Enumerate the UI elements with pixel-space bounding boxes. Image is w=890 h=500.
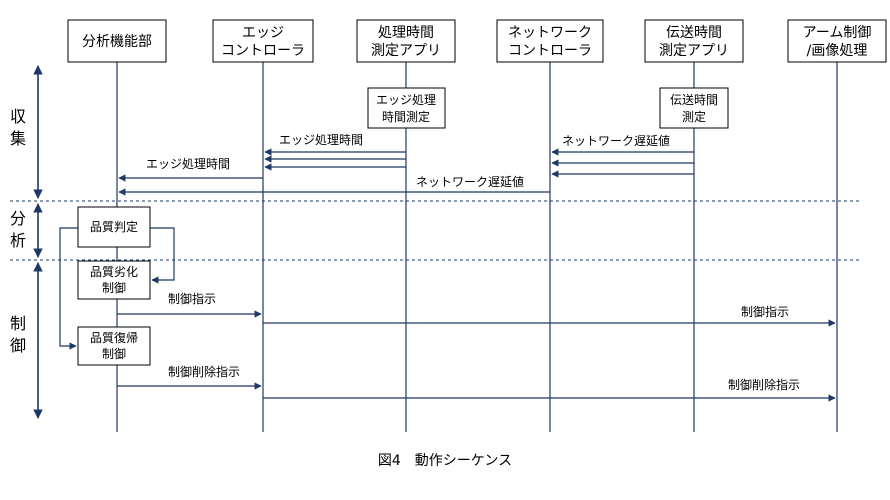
activation-quality-degrade: 品質劣化 制御 (77, 260, 151, 300)
activation-label: 制御 (102, 280, 126, 295)
message-label-net-delay: ネットワーク遅延値 (416, 174, 524, 189)
participant-label: エッジ (242, 25, 284, 41)
phase-label-analyze-2: 析 (10, 231, 26, 250)
activation-label: 制御 (102, 346, 126, 361)
message-label-edge-proc-time: エッジ処理時間 (279, 133, 363, 147)
activation-trans-measure: 伝送時間 測定 (659, 87, 729, 129)
participant-proc-app: 処理時間 測定アプリ (356, 19, 456, 63)
phase-label-collect-2: 集 (10, 129, 26, 148)
participant-label: 伝送時間 (666, 25, 722, 41)
message-label-net-delay: ネットワーク遅延値 (562, 133, 670, 148)
loop-to-degrade (150, 227, 175, 284)
message-label-control: 制御指示 (168, 291, 216, 306)
message-label-edge-proc-time: エッジ処理時間 (146, 157, 230, 171)
participant-arm: アーム制御 /画像処理 (787, 19, 887, 63)
participant-net: ネットワーク コントローラ (496, 19, 604, 63)
participant-label: ネットワーク (508, 25, 592, 41)
activation-edge-proc-measure: エッジ処理 時間測定 (367, 87, 446, 129)
participant-edge: エッジ コントローラ (212, 19, 314, 63)
participant-label: 測定アプリ (371, 43, 441, 59)
participant-label: 処理時間 (378, 25, 434, 41)
participant-label: アーム制御 (803, 25, 872, 41)
activation-label: エッジ処理 (376, 93, 436, 107)
activation-label: 測定 (682, 109, 706, 124)
message-label-control-delete: 制御削除指示 (728, 377, 800, 392)
participant-analysis: 分析機能部 (67, 19, 167, 63)
participant-label: コントローラ (508, 43, 592, 59)
activation-quality-restore: 品質復帰 制御 (77, 326, 151, 366)
activation-label: 時間測定 (382, 109, 430, 124)
participant-label: コントローラ (221, 43, 305, 59)
participant-label: 測定アプリ (659, 43, 729, 59)
activation-label: 品質判定 (90, 219, 138, 234)
participant-label: 分析機能部 (82, 34, 152, 50)
message-label-control-delete: 制御削除指示 (168, 364, 240, 379)
activation-quality-judge: 品質判定 (77, 206, 151, 248)
phase-label-control-1: 制 (10, 314, 26, 333)
loop-to-restore (59, 227, 78, 350)
activation-label: 品質劣化 (90, 264, 138, 279)
phase-label-analyze-1: 分 (10, 209, 26, 228)
activation-label: 伝送時間 (670, 92, 718, 107)
activation-label: 品質復帰 (90, 330, 138, 345)
message-label-control: 制御指示 (741, 304, 789, 319)
phase-label-control-2: 御 (10, 336, 26, 355)
participant-trans-app: 伝送時間 測定アプリ (644, 19, 744, 63)
figure-caption: 図4 動作シーケンス (378, 453, 512, 469)
phase-label-collect-1: 収 (10, 107, 26, 126)
participant-label: /画像処理 (807, 43, 868, 59)
